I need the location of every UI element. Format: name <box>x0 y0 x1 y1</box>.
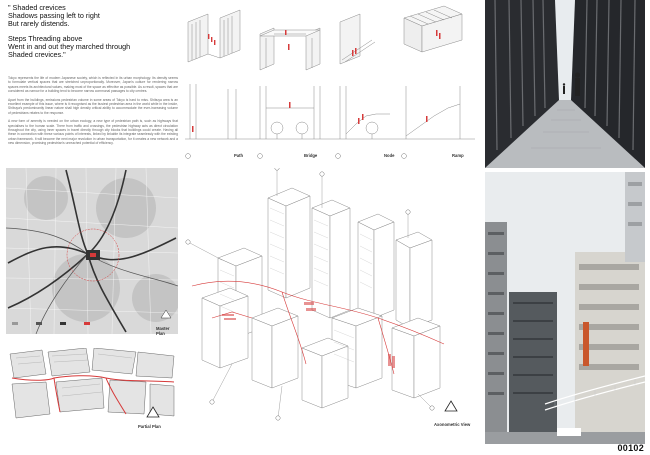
callout-lines <box>187 168 433 419</box>
essay-text: Tokyo represents the life of modern Japa… <box>8 76 178 150</box>
page-number: 00102 <box>617 443 644 453</box>
poem-stanza-1: " Shaded crevices Shadows passing left t… <box>8 3 100 29</box>
case-marker-bridge <box>257 153 263 159</box>
north-arrow-icon <box>146 406 160 418</box>
case-label-ramp: Ramp <box>452 153 464 158</box>
pedestrian-route <box>11 375 175 415</box>
axonometric-view-label: Axonometric View <box>434 422 471 427</box>
axonometric-drawing <box>185 165 445 421</box>
street-image <box>485 172 645 444</box>
node-section-diagram <box>339 86 390 139</box>
north-arrow <box>160 309 172 319</box>
main-roads <box>7 169 177 333</box>
master-plan: Master Plan <box>5 167 180 336</box>
bridge-axo-diagram <box>259 27 321 71</box>
master-plan-label: Master Plan <box>156 326 170 336</box>
site-marker <box>66 228 120 282</box>
pedestrian-bridge <box>544 375 645 411</box>
case-studies: Path Bridge Node Ramp <box>180 4 480 164</box>
case-label-bridge: Bridge <box>304 153 318 158</box>
case-studies-drawing <box>185 5 475 159</box>
partial-plan-label: Partial Plan <box>138 424 161 429</box>
axo-buildings <box>201 187 441 409</box>
ramp-axo-diagram <box>403 5 463 53</box>
case-label-path: Path <box>234 153 244 158</box>
pedestrians <box>562 72 581 96</box>
photo-street <box>485 172 645 444</box>
bridge-section-diagram <box>259 86 321 139</box>
car <box>557 428 581 436</box>
partial-plan: Partial Plan <box>6 347 178 452</box>
essay-paragraph-3: A new form of amenity is needed on the u… <box>8 119 178 146</box>
path-axo-diagram <box>187 9 241 63</box>
red-hatches <box>222 302 395 368</box>
north-arrow-icon-axo <box>444 400 458 412</box>
path-section-diagram <box>189 84 237 139</box>
orange-sign <box>583 322 589 366</box>
essay-paragraph-2: Apart from the buildings, emissions pede… <box>8 97 178 115</box>
partial-plan-drawing <box>6 347 178 420</box>
case-marker-node <box>335 153 341 159</box>
plan-legend <box>12 322 90 325</box>
left-building <box>485 222 507 444</box>
light-building <box>575 252 645 444</box>
essay-paragraph-1: Tokyo represents the life of modern Japa… <box>8 76 178 94</box>
master-plan-map <box>5 167 180 335</box>
poem-stanza-2: Steps Threading above Went in and out th… <box>8 33 131 60</box>
axonometric-view: Axonometric View <box>182 165 482 450</box>
tall-building-right <box>625 172 645 262</box>
case-label-node: Node <box>384 153 395 158</box>
pedestrian-network <box>191 280 445 375</box>
case-marker-ramp <box>401 153 407 159</box>
callout-markers <box>185 165 435 421</box>
case-marker-path <box>185 153 191 159</box>
dark-building <box>509 292 557 444</box>
corridor-image <box>485 0 645 168</box>
window-grid <box>219 207 373 363</box>
photo-corridor <box>485 0 645 168</box>
poem: " Shaded crevices Shadows passing left t… <box>8 3 178 65</box>
node-axo-diagram <box>339 13 376 65</box>
ramp-section-diagram <box>405 86 461 139</box>
